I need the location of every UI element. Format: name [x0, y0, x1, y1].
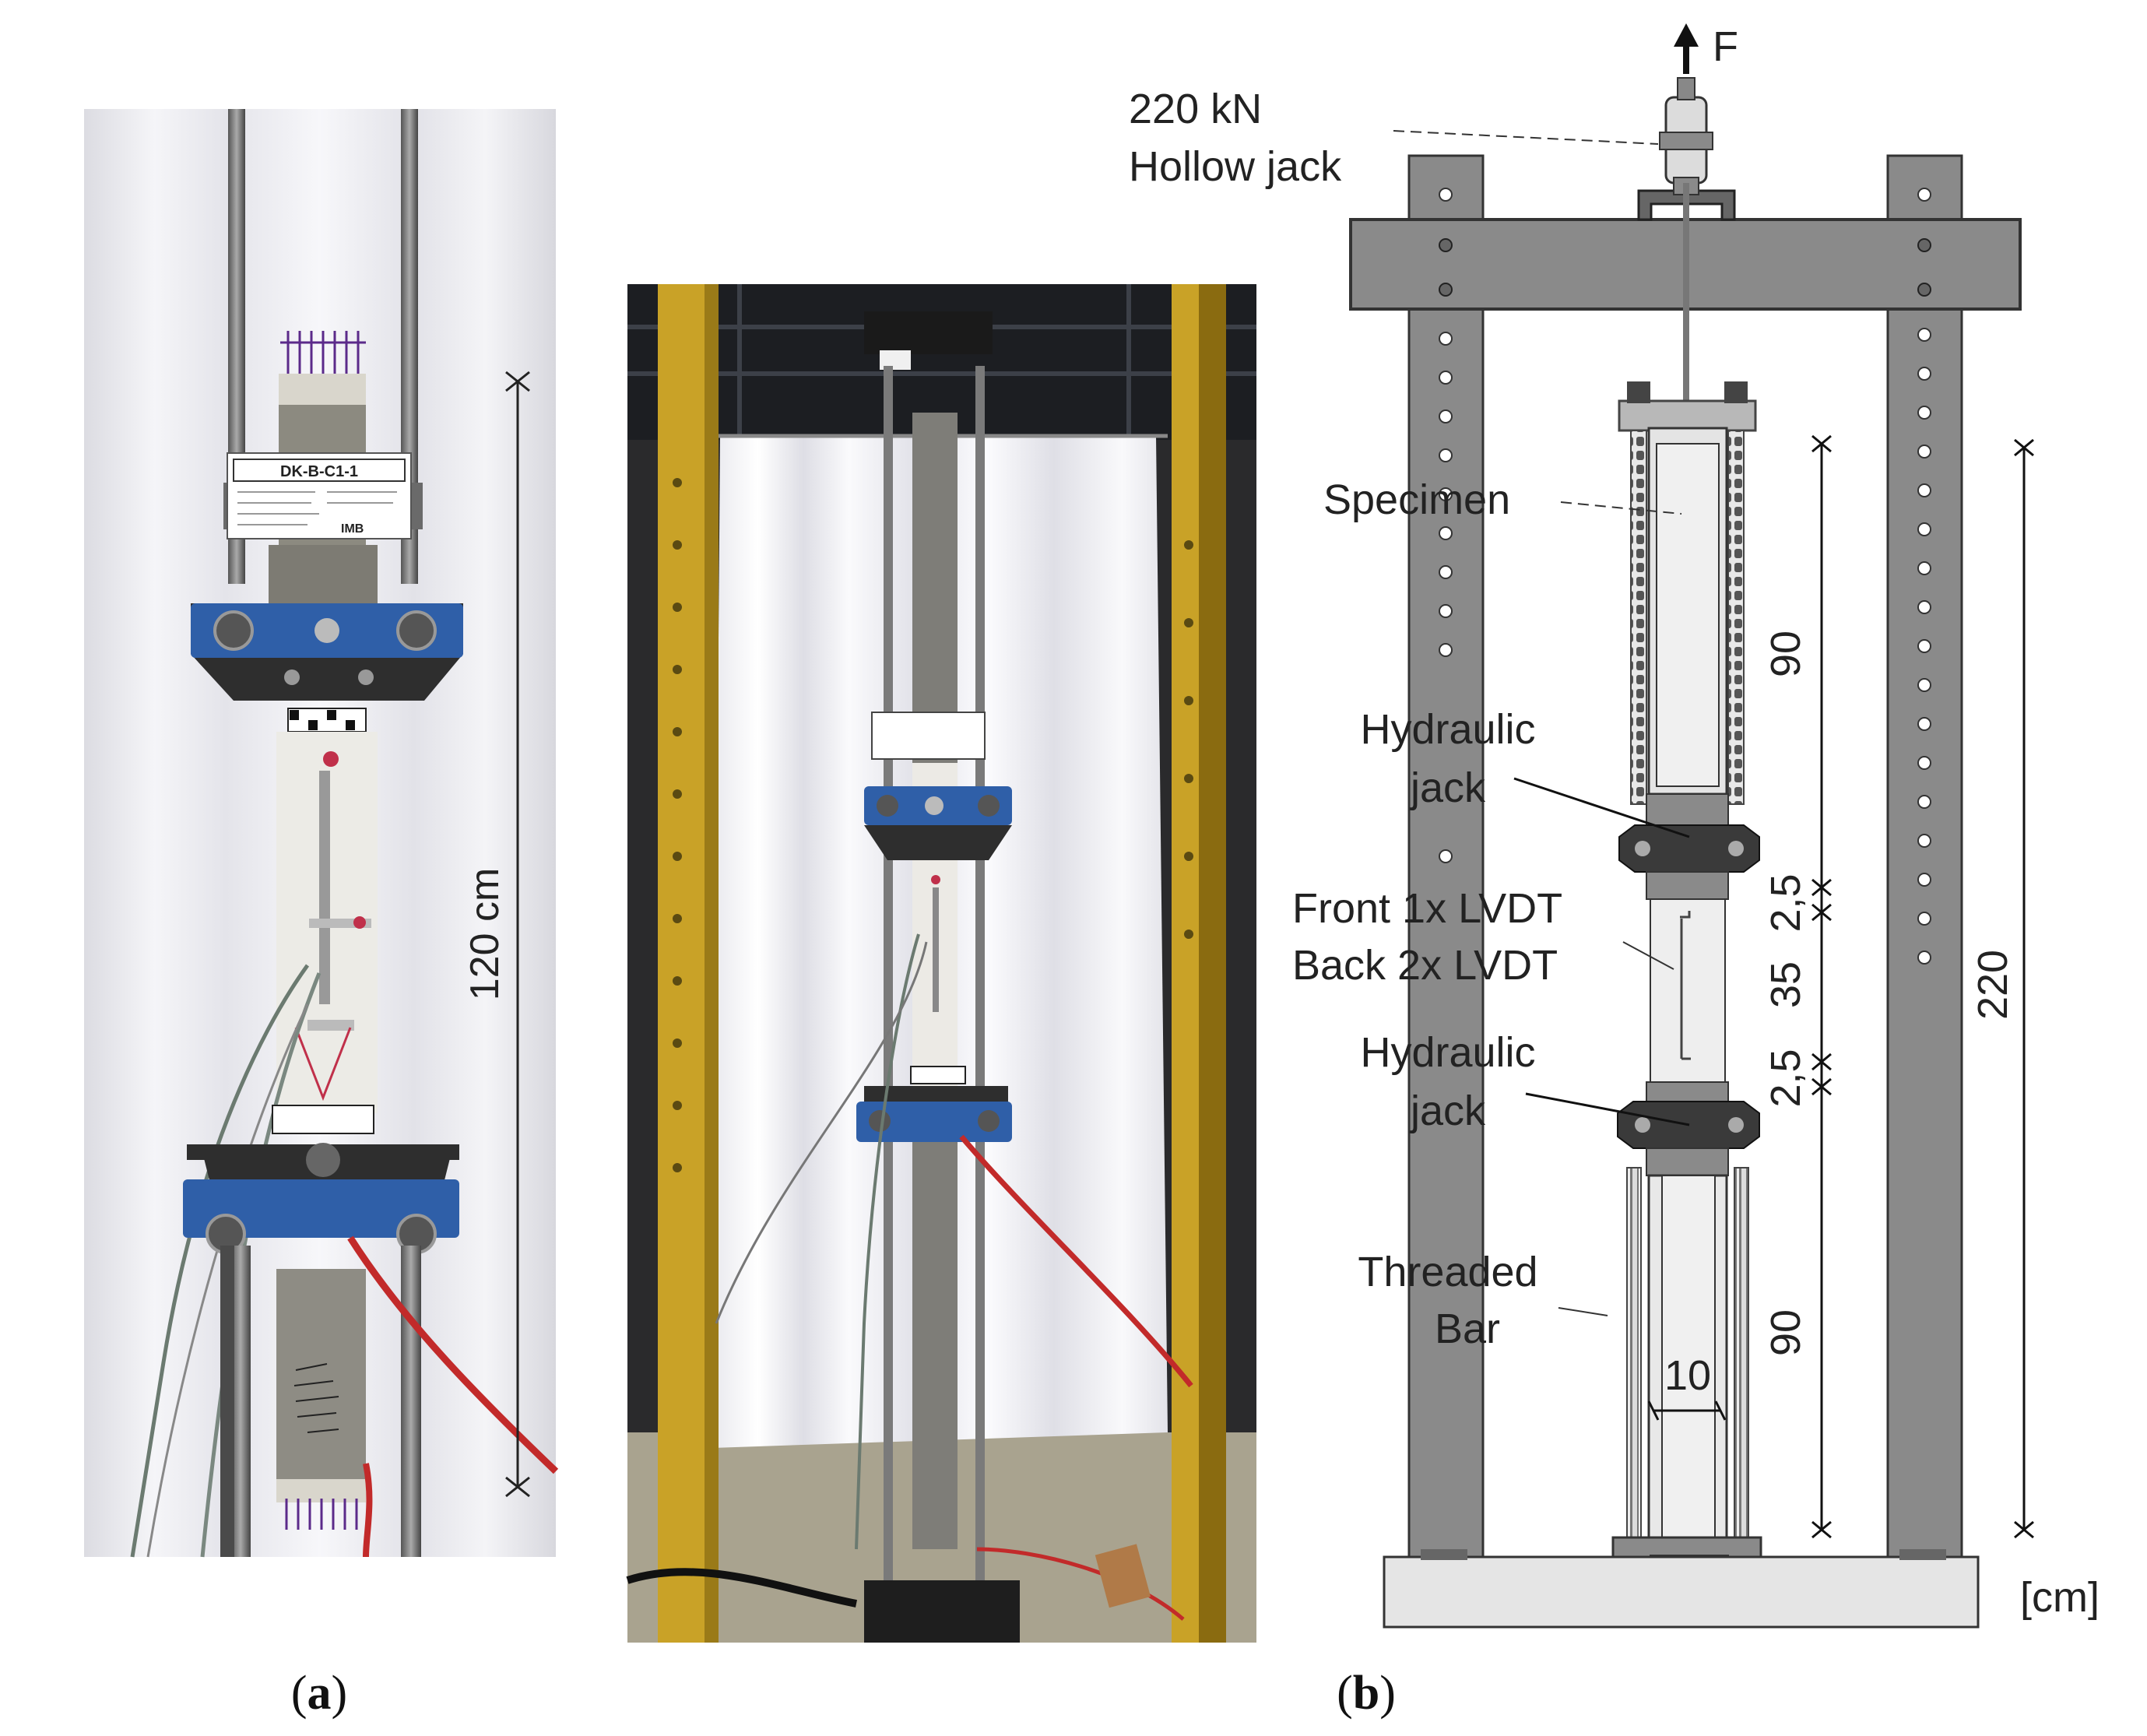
- hydraulic-top-label-1: Hydraulic: [1360, 706, 1535, 753]
- dim-lower-90: 90: [1762, 1309, 1809, 1356]
- caption-b-letter: b: [1353, 1667, 1379, 1720]
- dim-gap-bottom: 2,5: [1762, 1049, 1809, 1107]
- caption-b-close: ): [1379, 1667, 1396, 1720]
- photo-overview: [626, 284, 1256, 1643]
- length-label-120cm: 120 cm: [462, 868, 508, 1001]
- force-label: F: [1713, 23, 1738, 70]
- setup-diagram: F 220 kN Hollow jack: [1129, 23, 2100, 1629]
- lvdt-label-1: Front 1x LVDT: [1292, 885, 1562, 932]
- caption-a-letter: a: [307, 1667, 332, 1720]
- unit-label: [cm]: [2020, 1574, 2100, 1621]
- upper-jack-drawing: [1618, 824, 1760, 873]
- hydraulic-top-label-2: jack: [1409, 764, 1486, 811]
- hollow-jack-label-2: Hollow jack: [1129, 143, 1342, 190]
- lower-jack-photo: [183, 1179, 459, 1238]
- dim-middle-35: 35: [1762, 961, 1809, 1008]
- caption-a-close: ): [332, 1667, 348, 1720]
- base-plate: [1383, 1555, 1980, 1629]
- threaded-bar-label-2: Bar: [1435, 1306, 1500, 1352]
- caption-a: (a): [291, 1667, 347, 1720]
- frame-column-right: [1886, 154, 1963, 1559]
- width-dimension: 10: [1664, 1352, 1711, 1399]
- photo-closeup: DK-B-C1-1 IMB: [84, 109, 559, 1558]
- sign-logo: IMB: [341, 522, 364, 536]
- caption-a-open: (: [291, 1667, 307, 1720]
- caption-b-open: (: [1337, 1667, 1353, 1720]
- lvdt-label-2: Back 2x LVDT: [1292, 942, 1558, 989]
- caption-b: (b): [1337, 1667, 1396, 1720]
- dim-total-220: 220: [1970, 950, 2016, 1020]
- specimen-label: Specimen: [1323, 476, 1510, 523]
- hydraulic-bottom-label-2: jack: [1409, 1088, 1486, 1134]
- dim-upper-90: 90: [1762, 631, 1809, 677]
- threaded-bar-label-1: Threaded: [1358, 1249, 1537, 1295]
- dim-gap-top: 2,5: [1762, 873, 1809, 932]
- hydraulic-bottom-label-1: Hydraulic: [1360, 1029, 1535, 1076]
- hollow-jack-label-1: 220 kN: [1129, 86, 1262, 132]
- sign-title: DK-B-C1-1: [280, 463, 358, 480]
